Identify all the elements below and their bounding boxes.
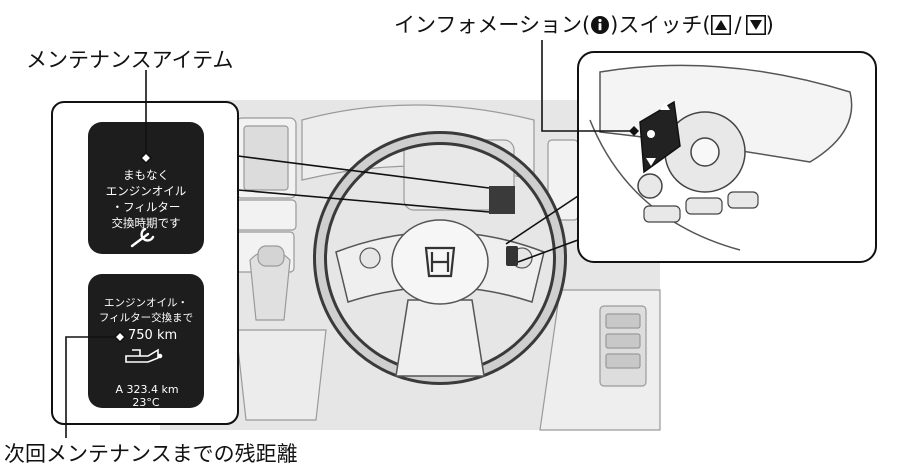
honda-logo-icon — [424, 246, 456, 278]
info-switch-sep: / — [734, 13, 742, 37]
display-trip: A 323.4 km — [115, 383, 179, 396]
rocker-up-icon — [660, 102, 670, 110]
display-bottom — [88, 274, 204, 408]
diamond-marker-switch — [629, 126, 639, 136]
info-switch-suffix: ) — [765, 13, 774, 37]
callout-line-top — [237, 155, 490, 189]
label-remaining-distance: 次回メンテナンスまでの残距離 — [4, 442, 298, 466]
display-top-line4: 交換時期です — [111, 216, 181, 230]
display-top-line2: エンジンオイル — [105, 184, 187, 198]
display-top-line3: ・フィルター — [111, 200, 181, 214]
steering-wheel — [313, 131, 567, 385]
display-temperature: 23°C — [132, 396, 160, 409]
rocker-down-icon — [646, 158, 656, 166]
up-triangle-icon — [710, 15, 731, 35]
switch-zoom-detail — [589, 64, 853, 251]
display-distance: 750 km — [128, 328, 178, 343]
diamond-marker-bottom — [113, 330, 127, 344]
callout-line-switch-top — [505, 195, 579, 245]
callout-line-bottom — [237, 189, 490, 213]
diamond-marker-top — [139, 151, 153, 165]
label-maintenance-item: メンテナンスアイテム — [26, 48, 234, 72]
display-top — [88, 122, 204, 254]
info-switch-prefix: インフォメーション( — [394, 13, 591, 37]
label-info-switch: インフォメーション( )スイッチ( /) — [394, 9, 774, 39]
wrench-icon — [130, 227, 155, 248]
display-bottom-line2: フィルター交換まで — [98, 312, 194, 324]
leader-remaining-distance — [65, 336, 115, 438]
info-switch-mid: )スイッチ( — [610, 13, 711, 37]
rocker-info-icon — [647, 130, 655, 138]
meter-display — [489, 186, 515, 214]
display-bottom-message: エンジンオイル・ フィルター交換まで — [88, 296, 204, 326]
down-triangle-icon — [745, 15, 766, 35]
callout-line-switch-bottom — [517, 239, 579, 263]
display-top-message: まもなく エンジンオイル ・フィルター 交換時期です — [88, 167, 204, 231]
info-circle-icon — [591, 16, 610, 34]
leader-info-switch — [541, 40, 630, 132]
display-bottom-line1: エンジンオイル・ — [104, 297, 188, 309]
display-top-line1: まもなく — [123, 168, 169, 182]
oil-can-icon — [125, 348, 163, 363]
